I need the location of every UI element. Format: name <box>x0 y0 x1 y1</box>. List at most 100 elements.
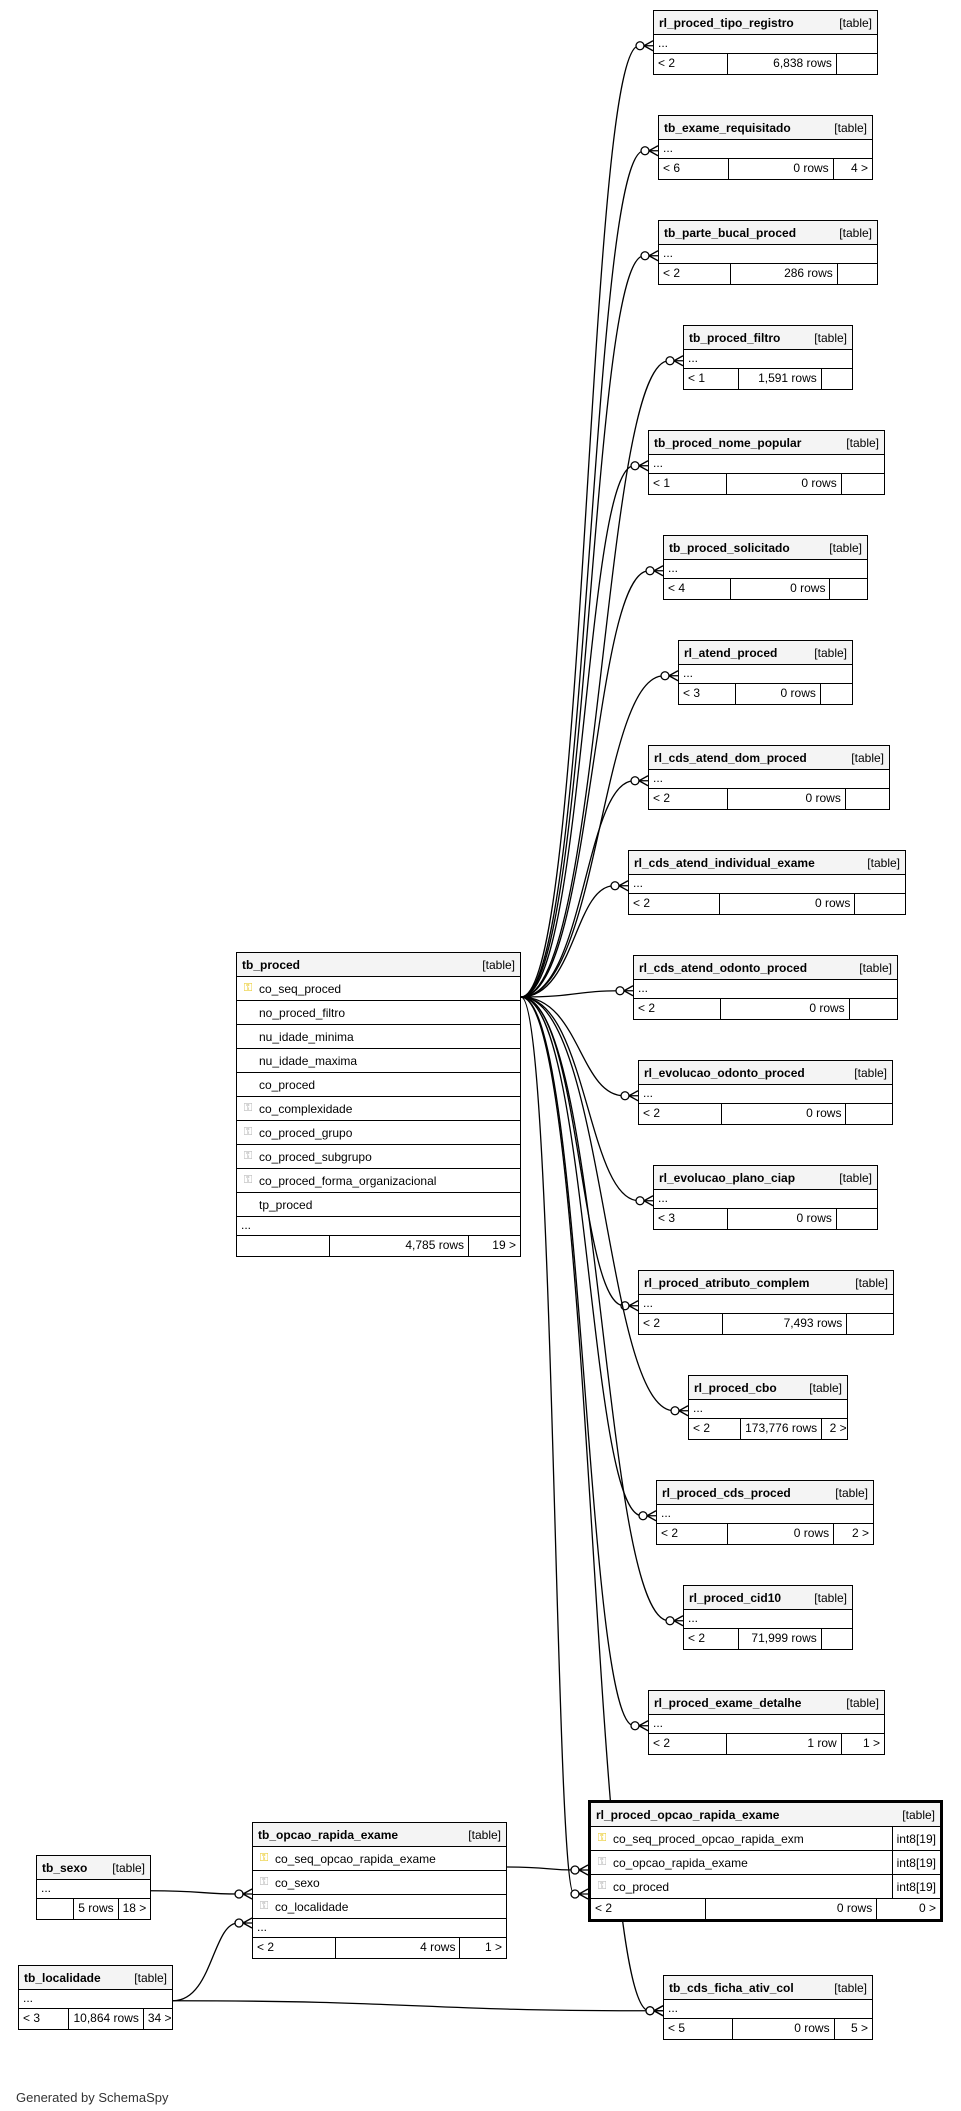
more-columns-ellipsis[interactable]: ... <box>689 1400 847 1419</box>
column-row[interactable]: ⚿nu_idade_minima <box>237 1025 520 1049</box>
parent-count[interactable] <box>37 1899 75 1919</box>
child-count[interactable] <box>822 369 852 389</box>
more-columns-ellipsis[interactable]: ... <box>37 1880 150 1899</box>
column-row[interactable]: ⚿co_proced <box>237 1073 520 1097</box>
child-count[interactable] <box>842 474 884 494</box>
column-row[interactable]: ⚿co_sexo <box>253 1871 506 1895</box>
table-name[interactable]: rl_proced_cds_proced <box>662 1485 791 1500</box>
parent-count[interactable]: < 2 <box>634 999 721 1019</box>
table-name[interactable]: tb_opcao_rapida_exame <box>258 1827 399 1842</box>
parent-count[interactable]: < 1 <box>684 369 740 389</box>
child-count[interactable] <box>830 579 867 599</box>
table-name[interactable]: rl_evolucao_odonto_proced <box>644 1065 805 1080</box>
child-count[interactable] <box>846 1104 892 1124</box>
table-tb-opcao-rapida-exame[interactable]: tb_opcao_rapida_exame[table]⚿co_seq_opca… <box>252 1822 507 1959</box>
child-count[interactable] <box>822 1629 852 1649</box>
table-rl-proced-opcao-rapida-exame[interactable]: rl_proced_opcao_rapida_exame[table]⚿co_s… <box>588 1800 943 1922</box>
parent-count[interactable]: < 2 <box>684 1629 740 1649</box>
parent-count[interactable]: < 2 <box>659 264 731 284</box>
more-columns-ellipsis[interactable]: ... <box>657 1505 873 1524</box>
parent-count[interactable]: < 1 <box>649 474 727 494</box>
child-count[interactable]: 18 > <box>122 1901 147 1915</box>
parent-count[interactable]: < 2 <box>591 1899 707 1919</box>
child-count[interactable] <box>838 264 877 284</box>
table-name[interactable]: rl_proced_exame_detalhe <box>654 1695 802 1710</box>
more-columns-ellipsis[interactable]: ... <box>639 1295 893 1314</box>
parent-count[interactable]: < 2 <box>649 1734 727 1754</box>
parent-count[interactable] <box>237 1236 331 1256</box>
parent-count[interactable]: < 6 <box>659 159 730 179</box>
table-name[interactable]: rl_cds_atend_dom_proced <box>654 750 807 765</box>
child-count[interactable] <box>846 789 889 809</box>
child-count[interactable]: 1 > <box>862 1736 880 1750</box>
child-count[interactable] <box>821 684 852 704</box>
table-name[interactable]: tb_sexo <box>42 1860 88 1875</box>
parent-count[interactable]: < 4 <box>664 579 731 599</box>
child-count[interactable]: 2 > <box>851 1526 869 1540</box>
column-row[interactable]: ⚿co_proced_grupo <box>237 1121 520 1145</box>
table-name[interactable]: tb_parte_bucal_proced <box>664 225 797 240</box>
column-row[interactable]: ⚿co_seq_proced <box>237 977 520 1001</box>
child-count[interactable]: 0 > <box>918 1901 936 1915</box>
parent-count[interactable]: < 2 <box>649 789 729 809</box>
more-columns-ellipsis[interactable]: ... <box>664 560 867 579</box>
more-columns-ellipsis[interactable]: ... <box>684 1610 852 1629</box>
parent-count[interactable]: < 2 <box>654 54 728 74</box>
parent-count[interactable]: < 3 <box>654 1209 728 1229</box>
table-tb-proced[interactable]: tb_proced[table]⚿co_seq_proced⚿no_proced… <box>236 952 521 1257</box>
column-row[interactable]: ⚿tp_proced <box>237 1193 520 1217</box>
table-name[interactable]: tb_proced_filtro <box>689 330 781 345</box>
table-name[interactable]: tb_localidade <box>24 1970 101 1985</box>
table-name[interactable]: rl_proced_cid10 <box>689 1590 782 1605</box>
more-columns-ellipsis[interactable]: ... <box>634 980 897 999</box>
table-name[interactable]: rl_proced_tipo_registro <box>659 15 794 30</box>
column-row[interactable]: ⚿nu_idade_maxima <box>237 1049 520 1073</box>
table-name[interactable]: rl_atend_proced <box>684 645 778 660</box>
more-columns-ellipsis[interactable]: ... <box>654 1190 877 1209</box>
column-row[interactable]: ⚿co_proced_subgrupo <box>237 1145 520 1169</box>
more-columns-ellipsis[interactable]: ... <box>664 2000 872 2019</box>
more-columns-ellipsis[interactable]: ... <box>649 770 889 789</box>
parent-count[interactable]: < 2 <box>629 894 721 914</box>
more-columns-ellipsis[interactable]: ... <box>654 35 877 54</box>
more-columns-ellipsis[interactable]: ... <box>253 1919 506 1938</box>
table-name[interactable]: tb_cds_ficha_ativ_col <box>669 1980 794 1995</box>
column-row[interactable]: ⚿co_proced_forma_organizacional <box>237 1169 520 1193</box>
child-count[interactable]: 2 > <box>829 1421 847 1435</box>
child-count[interactable]: 4 > <box>850 161 868 175</box>
parent-count[interactable]: < 2 <box>657 1524 729 1544</box>
parent-count[interactable]: < 2 <box>689 1419 742 1439</box>
child-count[interactable] <box>837 54 877 74</box>
column-row[interactable]: ⚿no_proced_filtro <box>237 1001 520 1025</box>
table-name[interactable]: tb_proced_solicitado <box>669 540 790 555</box>
child-count[interactable]: 5 > <box>850 2021 868 2035</box>
more-columns-ellipsis[interactable]: ... <box>659 140 872 159</box>
parent-count[interactable]: < 2 <box>639 1314 723 1334</box>
child-count[interactable]: 19 > <box>492 1238 516 1252</box>
child-count[interactable]: 1 > <box>484 1940 502 1954</box>
more-columns-ellipsis[interactable]: ... <box>684 350 852 369</box>
table-name[interactable]: tb_exame_requisitado <box>664 120 791 135</box>
parent-count[interactable]: < 2 <box>639 1104 723 1124</box>
table-rl-cds-atend-individual-exame[interactable]: rl_cds_atend_individual_exame[table]...<… <box>628 850 906 915</box>
parent-count[interactable]: < 2 <box>253 1938 337 1958</box>
